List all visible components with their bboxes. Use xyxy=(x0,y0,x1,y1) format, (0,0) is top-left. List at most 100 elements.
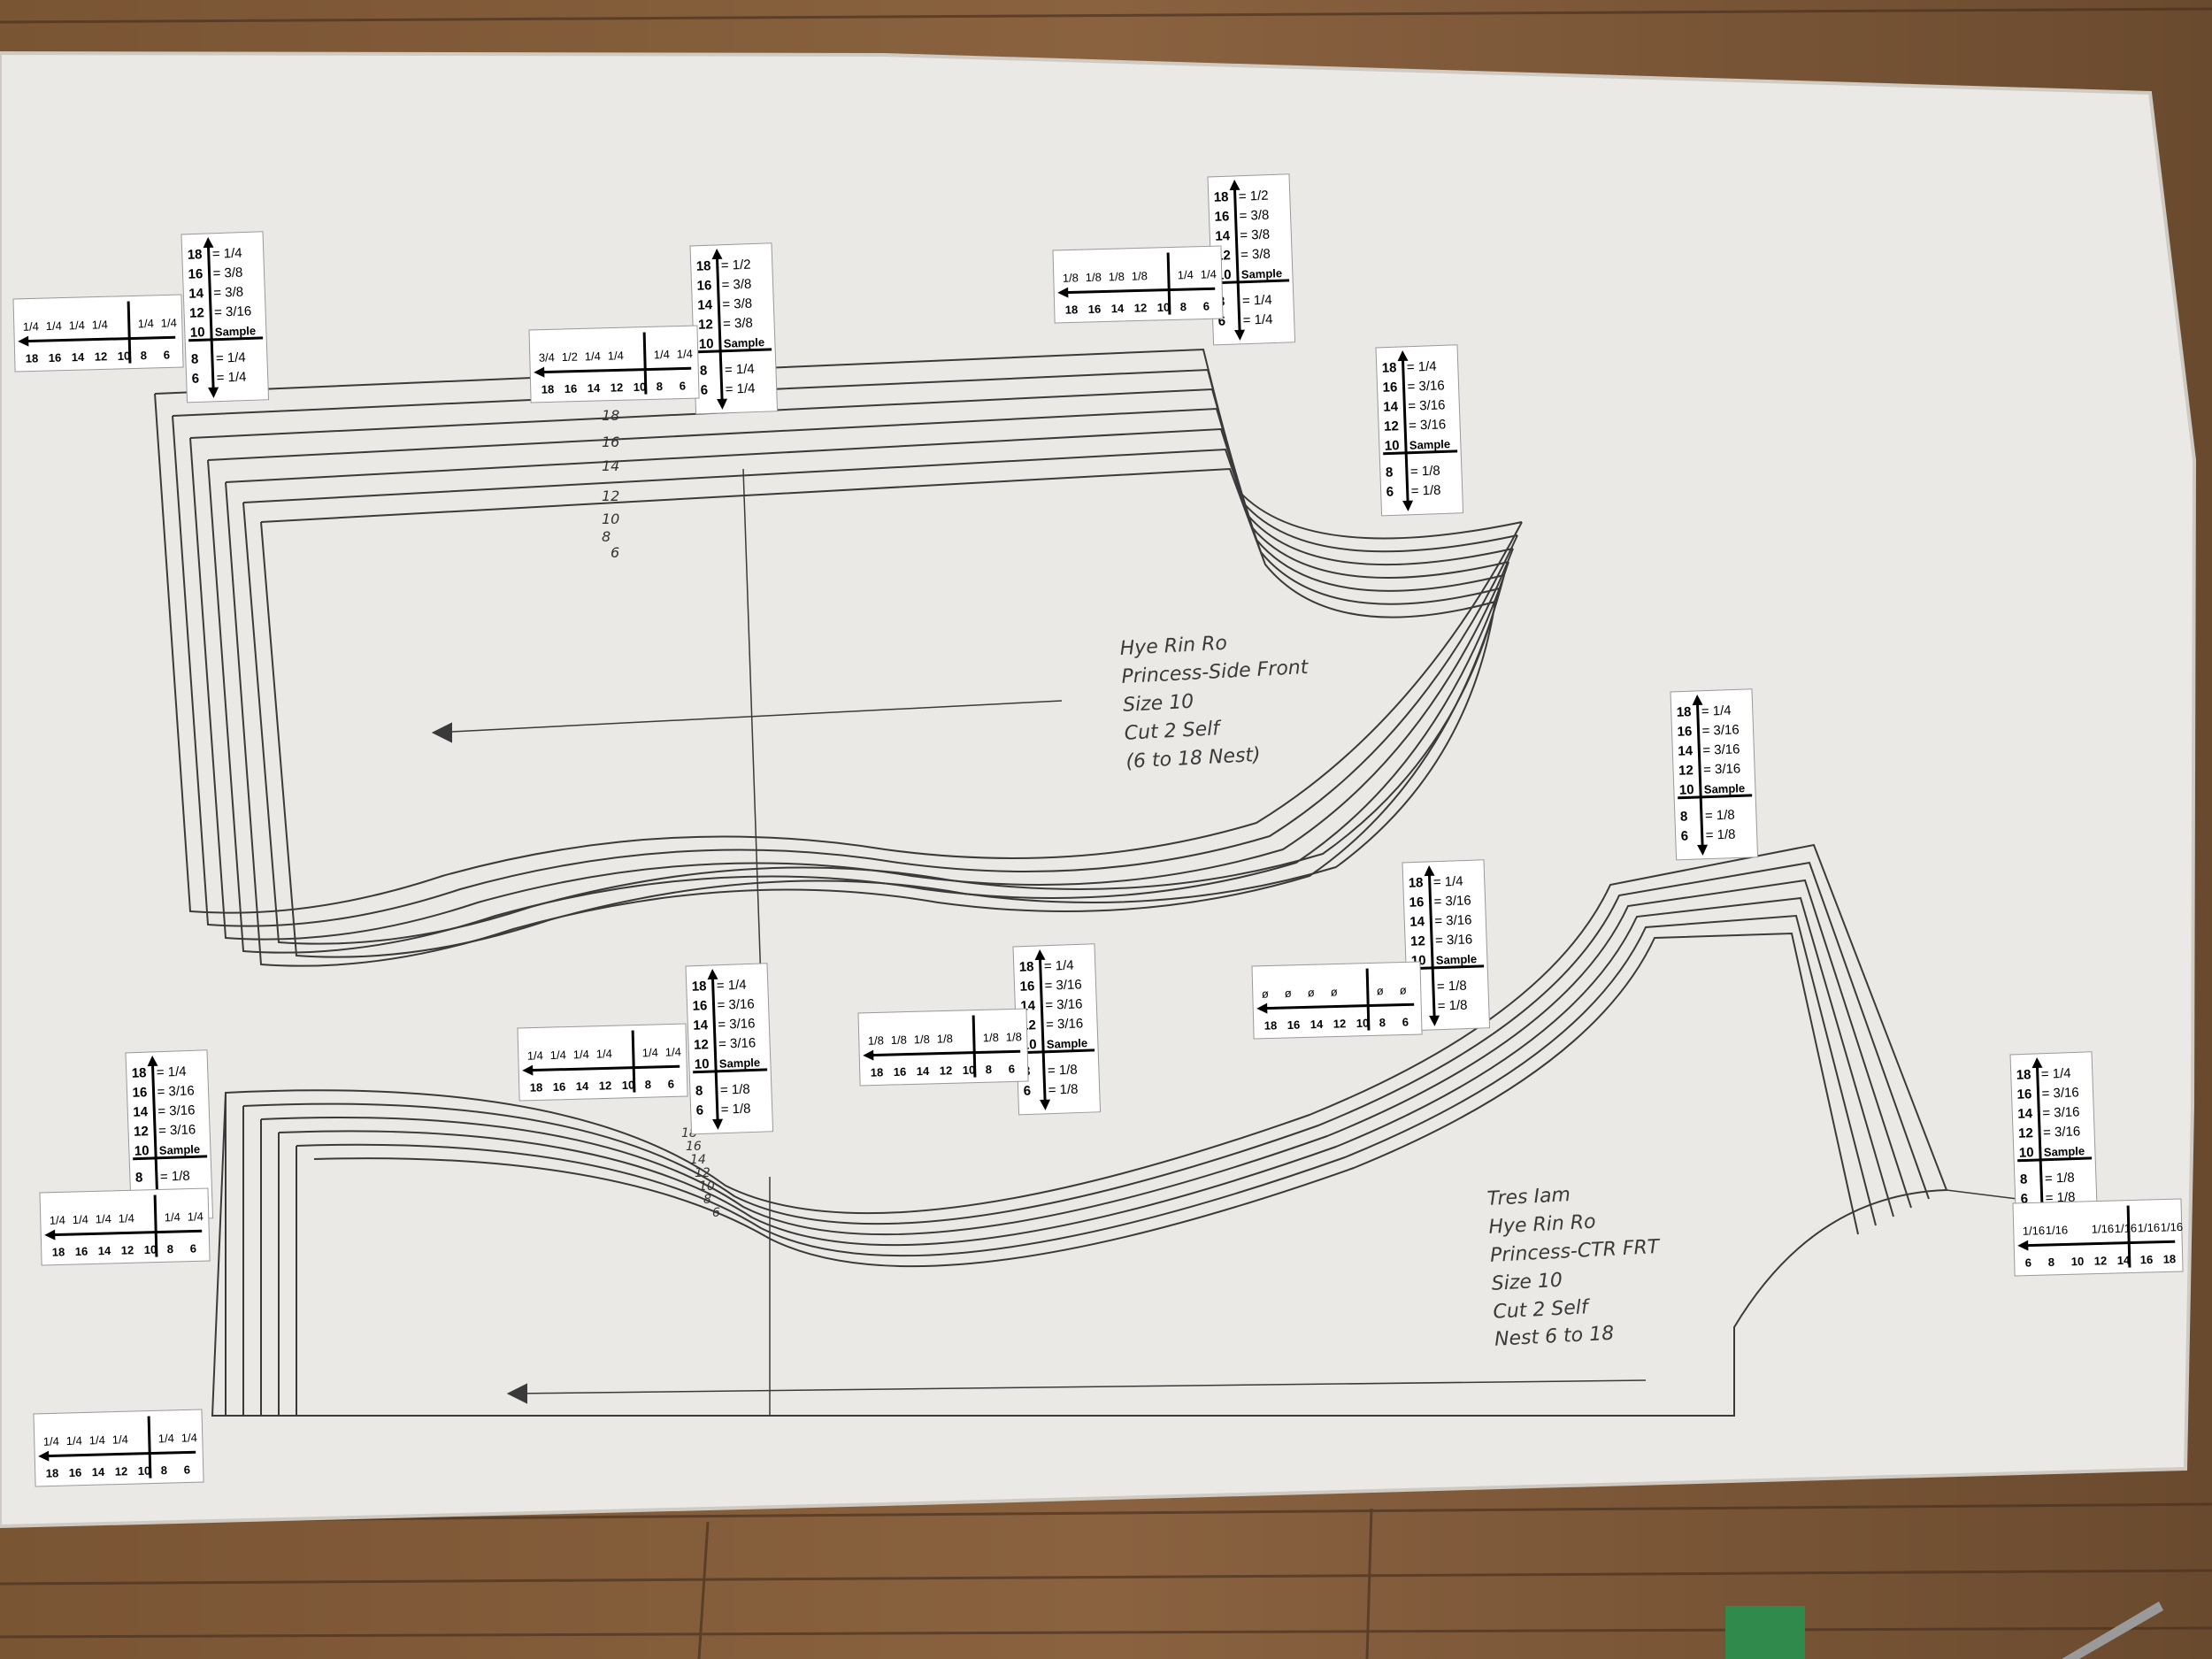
arrow-down-icon xyxy=(208,387,219,398)
sticker-size: 14 xyxy=(1215,228,1231,244)
sticker-value: = 3/16 xyxy=(1044,977,1082,993)
sticker-value: 1/16 xyxy=(2046,1223,2069,1237)
sticker-value: = 1/8 xyxy=(1437,998,1467,1014)
sticker-value: 1/16 xyxy=(2161,1220,2184,1234)
sticker-value: 1/8 xyxy=(914,1033,930,1046)
sticker-value: 1/4 xyxy=(1178,268,1194,281)
sticker-value: 1/8 xyxy=(1086,271,1102,284)
arrow-left-icon xyxy=(863,1049,874,1061)
arrow-down-icon xyxy=(1234,329,1246,341)
sticker-size: 16 xyxy=(1382,380,1397,396)
sticker-size: 14 xyxy=(1409,914,1425,930)
sticker-size: 18 xyxy=(1409,875,1424,891)
sticker-size: 16 xyxy=(49,351,62,365)
sticker-size: 8 xyxy=(167,1242,174,1256)
arrow-left-icon xyxy=(1256,1002,1268,1014)
sticker-size: 8 xyxy=(1386,465,1394,480)
sticker-size: 6 xyxy=(1217,313,1225,328)
sticker-value: = 3/16 xyxy=(1435,932,1473,948)
sticker-size: 16 xyxy=(1214,209,1229,225)
sticker-value: = 1/4 xyxy=(717,978,747,994)
sticker-size: 6 xyxy=(695,1102,703,1118)
sticker-value: = 1/4 xyxy=(1044,958,1074,974)
sticker-size: 18 xyxy=(2016,1067,2032,1083)
size-label: 14 xyxy=(690,1153,706,1167)
sticker-size: 12 xyxy=(134,1124,149,1140)
arrow-up-icon xyxy=(707,968,718,980)
sticker-size: 10 xyxy=(2071,1255,2085,1268)
sticker-value: = 3/16 xyxy=(718,1035,757,1051)
sticker-value: = 1/8 xyxy=(1705,827,1735,843)
arrow-down-icon xyxy=(1402,500,1414,511)
sticker-value: = 1/2 xyxy=(1239,188,1269,204)
size-label: 6 xyxy=(611,544,619,561)
arrow-left-icon xyxy=(534,366,545,378)
sticker-value: = 1/4 xyxy=(1433,874,1463,890)
sticker-value: 1/4 xyxy=(119,1211,134,1225)
sticker-size: 18 xyxy=(871,1065,884,1079)
sticker-size: 18 xyxy=(1019,959,1034,975)
sticker-size: 14 xyxy=(588,381,602,395)
sticker-value: = 1/8 xyxy=(1410,483,1440,499)
sticker-value: ø xyxy=(1400,983,1407,996)
sticker-size: 14 xyxy=(133,1104,149,1120)
sticker-size: 12 xyxy=(1410,933,1425,949)
sticker-value: 1/4 xyxy=(43,1434,59,1448)
sticker-size: 10 xyxy=(699,336,714,352)
arrow-up-icon xyxy=(1229,179,1240,191)
sticker-value: 1/4 xyxy=(158,1432,174,1445)
sticker-size: 14 xyxy=(576,1079,590,1093)
sticker-size: 14 xyxy=(1310,1018,1325,1031)
sticker-value: Sample xyxy=(1704,781,1746,796)
sticker-value: 1/4 xyxy=(50,1213,65,1226)
sticker-size: 18 xyxy=(52,1245,65,1258)
grade-arrow xyxy=(206,240,215,395)
sticker-size: 12 xyxy=(1678,763,1694,779)
sticker-size: 10 xyxy=(1679,782,1694,798)
sticker-value: = 1/8 xyxy=(160,1169,190,1185)
sticker-value: 1/8 xyxy=(937,1032,953,1045)
sticker-value: 1/8 xyxy=(1063,271,1079,284)
grade-arrow xyxy=(48,1229,203,1237)
sticker-value: = 3/8 xyxy=(1240,227,1270,243)
sticker-value: ø xyxy=(1285,987,1292,1000)
sticker-size: 8 xyxy=(135,1170,143,1185)
sticker-size: 14 xyxy=(2117,1254,2131,1267)
grade-arrow xyxy=(1260,1002,1415,1010)
sticker-size: 12 xyxy=(95,349,108,363)
sticker-size: 18 xyxy=(1214,189,1229,205)
sticker-size: 10 xyxy=(634,380,647,394)
sticker-value: = 1/4 xyxy=(1407,359,1437,375)
sticker-value: 1/4 xyxy=(665,1045,681,1058)
sticker-size: 14 xyxy=(1383,399,1399,415)
sticker-size: 12 xyxy=(2094,1254,2108,1267)
size-label: 16 xyxy=(602,434,619,450)
sticker-value: = 3/16 xyxy=(1046,1016,1084,1032)
sticker-value: 1/4 xyxy=(654,348,670,361)
sticker-value: = 1/4 xyxy=(212,246,242,262)
sticker-value: 1/4 xyxy=(23,319,39,333)
sticker-size: 10 xyxy=(622,1079,635,1092)
sticker-value: Sample xyxy=(159,1142,201,1157)
arrow-up-icon xyxy=(1692,694,1703,706)
sticker-value: Sample xyxy=(1047,1036,1088,1051)
sticker-value: 1/4 xyxy=(96,1212,111,1225)
sticker-size: 8 xyxy=(1180,300,1187,313)
sticker-size: 14 xyxy=(72,350,86,364)
sticker-value: = 1/4 xyxy=(216,350,246,366)
sticker-value: 1/4 xyxy=(138,317,154,330)
arrow-up-icon xyxy=(2032,1056,2043,1069)
sticker-value: 1/4 xyxy=(642,1046,658,1059)
sticker-value: = 3/16 xyxy=(1701,722,1740,738)
sticker-value: = 1/8 xyxy=(1410,464,1440,480)
sticker-value: = 3/16 xyxy=(718,1016,756,1032)
sticker-size: 6 xyxy=(1680,828,1688,843)
sticker-size: 8 xyxy=(645,1078,652,1091)
